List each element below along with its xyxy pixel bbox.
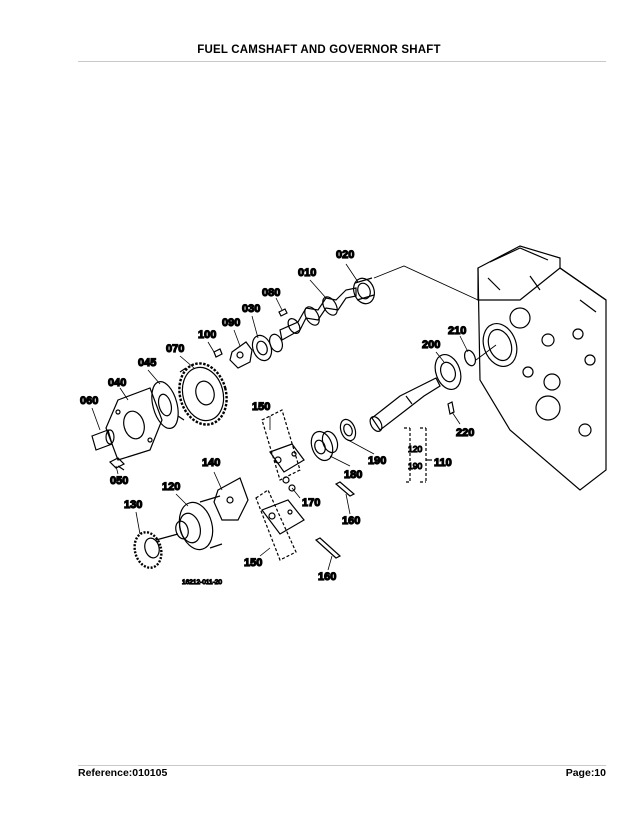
sub-label-120: 120 <box>408 444 422 454</box>
part-label-040: 040 <box>108 377 126 389</box>
part-label-160-upper: 160 <box>342 515 360 527</box>
governor-weight-assembly <box>133 409 356 569</box>
part-label-200: 200 <box>422 339 440 351</box>
engine-block-drawing <box>477 245 607 491</box>
sub-label-190: 190 <box>408 461 422 471</box>
drawing-code: 16212-011-20 <box>182 579 222 586</box>
leader-lines <box>91 263 469 571</box>
governor-shaft-assembly <box>310 349 477 483</box>
part-label-190: 190 <box>368 455 386 467</box>
part-label-210: 210 <box>448 325 466 337</box>
part-label-160-lower: 160 <box>318 571 336 583</box>
part-label-120: 120 <box>162 481 180 493</box>
part-label-080: 080 <box>262 287 280 299</box>
part-label-130: 130 <box>124 499 142 511</box>
part-label-050: 050 <box>110 475 128 487</box>
part-label-150-lower: 150 <box>244 557 262 569</box>
fuel-camshaft-assembly <box>91 277 375 471</box>
part-label-220: 220 <box>456 427 474 439</box>
part-label-100: 100 <box>198 329 216 341</box>
part-label-180: 180 <box>344 469 362 481</box>
part-label-010: 010 <box>298 267 316 279</box>
part-label-090: 090 <box>222 317 240 329</box>
part-label-070: 070 <box>166 343 184 355</box>
part-label-060: 060 <box>80 395 98 407</box>
header-divider <box>78 61 606 62</box>
part-label-150-upper: 150 <box>252 401 270 413</box>
part-label-030: 030 <box>242 303 260 315</box>
page-title: FUEL CAMSHAFT AND GOVERNOR SHAFT <box>197 44 441 56</box>
page-number: Page:10 <box>565 767 606 779</box>
footer-divider <box>78 765 606 766</box>
part-label-140: 140 <box>202 457 220 469</box>
part-label-170: 170 <box>302 497 320 509</box>
part-label-020: 020 <box>336 249 354 261</box>
part-label-110: 110 <box>434 457 452 469</box>
reference-number: Reference:010105 <box>78 767 168 779</box>
part-label-045: 045 <box>138 357 156 369</box>
